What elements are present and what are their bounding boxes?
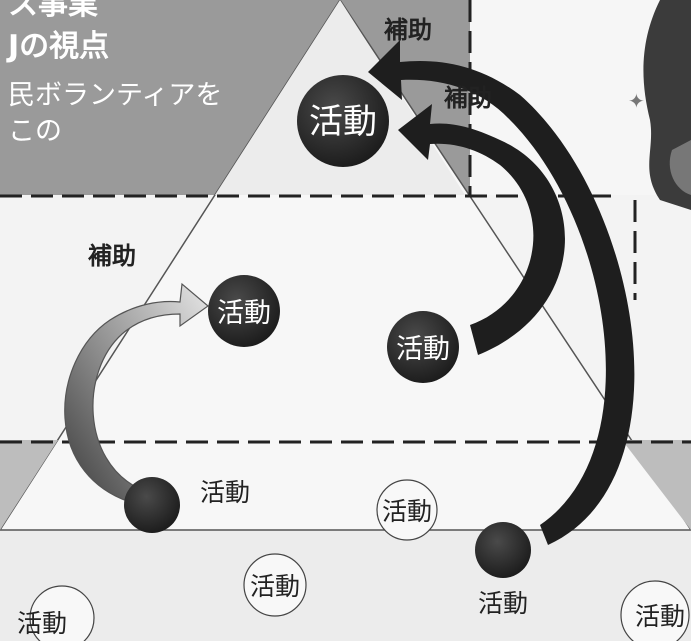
lower-left-shade	[0, 440, 58, 530]
label-katsudo-bottom-center: 活動	[250, 572, 300, 601]
label-katsudo-mid-right: 活動	[396, 334, 450, 365]
node-katsudo-mid-right	[387, 311, 459, 383]
header-subtitle-line1: 民ボランティアを	[8, 80, 222, 111]
node-katsudo-mid-left	[208, 275, 280, 347]
node-katsudo-top	[297, 75, 389, 167]
pyramid	[0, 0, 691, 531]
label-hojo-top: 補助	[383, 16, 432, 44]
label-hojo-left: 補助	[87, 242, 136, 270]
node-katsudo-low-center	[376, 479, 438, 541]
node-katsudo-bottom-right	[620, 580, 690, 641]
node-katsudo-bottom-center	[243, 553, 307, 617]
lower-right-shade	[622, 440, 691, 530]
label-katsudo-bottom-right: 活動	[635, 602, 685, 631]
sparkle-icon: ✦	[628, 89, 645, 113]
header-title-line1: ス事業	[8, 0, 98, 22]
header-subtitle-line2: この	[8, 116, 62, 147]
label-katsudo-mid-left: 活動	[217, 298, 271, 329]
label-katsudo-top: 活動	[309, 102, 377, 142]
node-katsudo-bottom-left	[29, 585, 95, 641]
node-katsudo-low-left	[124, 477, 180, 533]
label-katsudo-low-center: 活動	[382, 497, 432, 526]
arrow-bottom-to-top	[368, 40, 635, 545]
label-hojo-mid: 補助	[443, 84, 492, 112]
label-katsudo-bottom-left: 活動	[17, 609, 67, 638]
arrow-mid-to-top	[398, 104, 565, 355]
node-katsudo-low-right	[475, 522, 531, 578]
label-katsudo-low-right: 活動	[478, 589, 528, 618]
decorative-figure-detail	[669, 140, 691, 195]
arrow-low-to-mid	[64, 282, 209, 506]
label-katsudo-low-left: 活動	[200, 478, 250, 507]
header-title-line2: Jの視点	[6, 29, 109, 64]
